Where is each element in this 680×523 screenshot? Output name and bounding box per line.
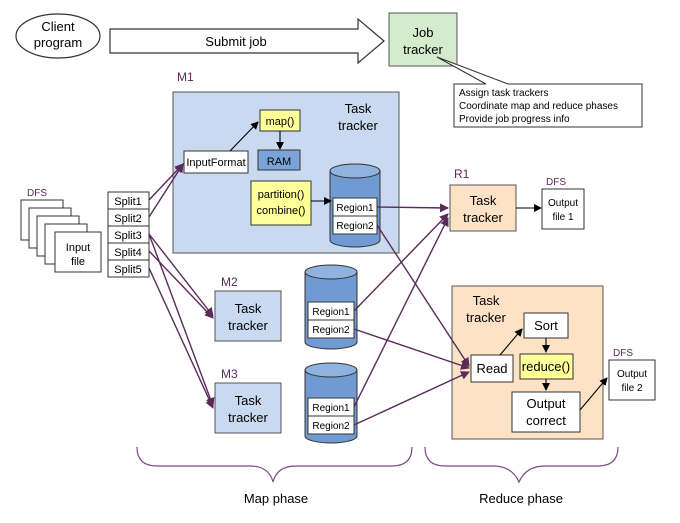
shuffle-arrows <box>353 203 470 426</box>
r1-task-tracker-label-2: tracker <box>463 210 503 225</box>
split-2: Split2 <box>114 213 142 225</box>
split-4: Split4 <box>114 247 142 259</box>
ram-label: RAM <box>267 156 291 168</box>
job-tracker-label-1: Job <box>413 25 434 40</box>
reduce-phase-brace <box>424 446 619 484</box>
output-file-2-box <box>608 359 656 401</box>
client-program-label-1: Client <box>41 19 75 34</box>
m3-region2: Region2 <box>312 421 350 432</box>
combine-label: combine() <box>257 205 306 217</box>
m1-task-tracker-label-2: tracker <box>338 118 378 133</box>
output-file-2-label-1: Output <box>617 369 647 380</box>
split-arrows <box>148 163 215 409</box>
reduce-phase-label: Reduce phase <box>479 491 563 506</box>
m2-region2: Region2 <box>312 325 350 336</box>
output-correct-box <box>511 391 581 433</box>
callout-line-1: Assign task trackers <box>459 88 548 99</box>
dfs-input-label: DFS <box>27 188 47 199</box>
r2-task-tracker-label-2: tracker <box>466 310 506 325</box>
submit-job-label: Submit job <box>205 34 266 49</box>
m3-region-cylinder: Region1 Region2 <box>304 362 358 444</box>
split-5: Split5 <box>114 264 142 276</box>
job-tracker: Job tracker <box>388 12 458 67</box>
m2-task-tracker-label-2: tracker <box>228 318 268 333</box>
job-tracker-callout: Assign task trackers Coordinate map and … <box>436 56 643 128</box>
m1-region2: Region2 <box>336 221 374 232</box>
job-tracker-label-2: tracker <box>403 42 443 57</box>
partition-combine-box <box>250 180 312 226</box>
m2-task-tracker-box <box>214 290 282 342</box>
split-3: Split3 <box>114 230 142 242</box>
output-file-1-label-2: file 1 <box>552 212 574 223</box>
inputformat-label: InputFormat <box>186 157 245 169</box>
client-program-label-2: program <box>34 35 82 50</box>
m3-label: M3 <box>221 367 238 381</box>
input-file-stack: Input file <box>20 199 102 273</box>
output-file-1-label-1: Output <box>548 198 578 209</box>
m2-region-cylinder: Region1 Region2 <box>304 264 358 350</box>
r1-label: R1 <box>454 167 470 181</box>
inputformat-to-map-arrow <box>229 121 259 152</box>
m1-region-cylinder: Region1 Region2 <box>329 163 381 248</box>
r1-task-tracker-box <box>449 184 517 232</box>
read-label: Read <box>476 361 507 376</box>
r1-dfs-label: DFS <box>546 177 566 188</box>
reduce-function-label: reduce() <box>522 359 570 374</box>
map-function-label: map() <box>266 116 295 128</box>
sort-label: Sort <box>534 318 558 333</box>
m3-task-tracker-label-2: tracker <box>228 410 268 425</box>
callout-line-2: Coordinate map and reduce phases <box>459 101 618 112</box>
r1-task-tracker-label-1: Task <box>470 193 497 208</box>
map-phase-brace <box>136 446 413 483</box>
read-to-sort-arrow <box>499 328 523 356</box>
input-file-label-2: file <box>71 256 85 268</box>
output-file-1-box <box>541 188 585 230</box>
m2-region1: Region1 <box>312 307 350 318</box>
callout-line-3: Provide job progress info <box>459 114 570 125</box>
m1-region1: Region1 <box>336 203 374 214</box>
m3-region1: Region1 <box>312 403 350 414</box>
output-correct-to-file-arrow <box>579 377 608 411</box>
m3-task-tracker-label-1: Task <box>235 393 262 408</box>
submit-job-arrow: Submit job <box>109 17 385 65</box>
r2-task-tracker-label-1: Task <box>473 293 500 308</box>
m1-task-tracker-label-1: Task <box>345 101 372 116</box>
reduce-function-box <box>519 353 574 380</box>
map-phase-label: Map phase <box>244 491 308 506</box>
read-box <box>470 354 514 383</box>
output-correct-label-2: correct <box>526 413 566 428</box>
ram-box <box>257 149 301 171</box>
output-correct-label-1: Output <box>526 396 565 411</box>
inputformat-box <box>183 150 249 174</box>
m3-task-tracker-box <box>214 382 282 434</box>
partition-label: partition() <box>258 189 304 201</box>
output-file-2-label-2: file 2 <box>621 383 643 394</box>
splits: Split1 Split2 Split3 Split4 Split5 <box>107 191 150 278</box>
client-program: Client program <box>15 13 101 59</box>
m1-label: M1 <box>177 70 194 84</box>
input-file-label-1: Input <box>66 242 90 254</box>
m2-task-tracker-label-1: Task <box>235 301 262 316</box>
m2-label: M2 <box>221 275 238 289</box>
split-1: Split1 <box>114 196 142 208</box>
r2-dfs-label: DFS <box>613 348 633 359</box>
